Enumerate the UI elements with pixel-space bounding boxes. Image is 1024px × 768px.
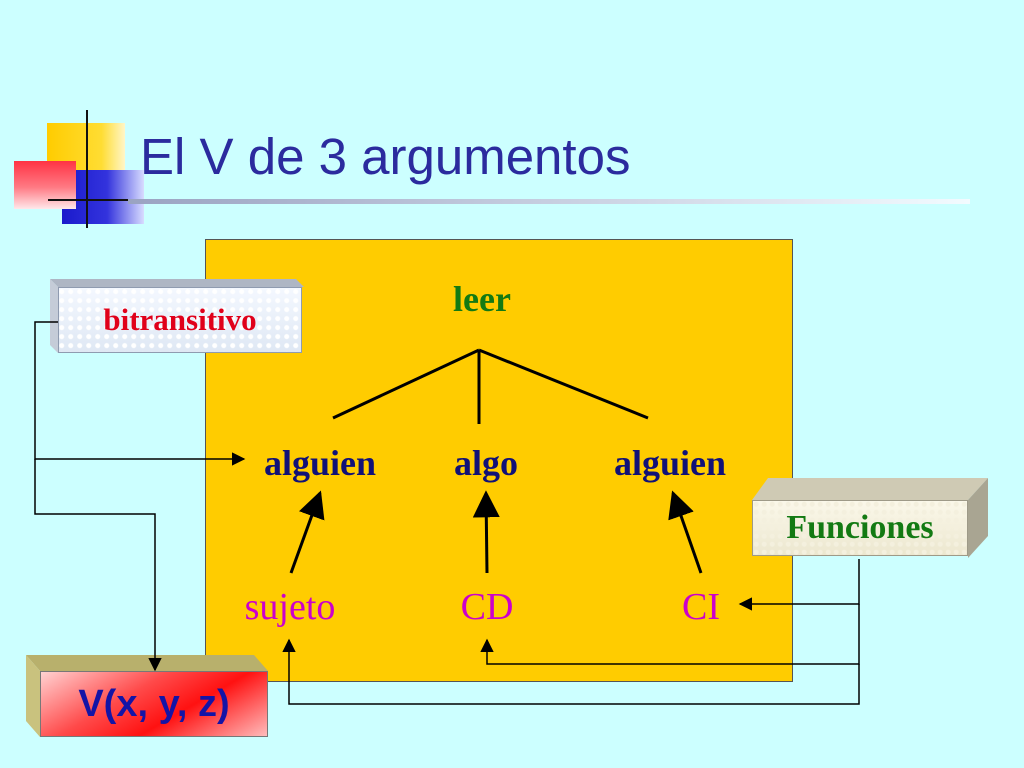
connector-funciones-to-sujeto (282, 638, 860, 705)
decor-vertical-line (86, 110, 88, 228)
node-cd: CD (461, 586, 514, 628)
formula-box: V(x, y, z) (26, 655, 270, 739)
funciones-box-bevel (752, 478, 988, 558)
connector-bitransitivo-to-formula (34, 459, 162, 672)
funciones-label: Funciones (752, 500, 968, 556)
tree-branch-right (478, 348, 649, 420)
node-ci: CI (682, 586, 720, 628)
decor-red-square (14, 161, 76, 209)
funciones-box: Funciones (752, 478, 988, 560)
node-alguien-right: alguien (614, 443, 726, 483)
tree-branch-left (332, 348, 480, 420)
bitransitivo-label: bitransitivo (58, 287, 302, 353)
node-algo: algo (454, 443, 518, 483)
connector-funciones-to-cd (480, 604, 860, 665)
connector-funciones-to-ci (738, 559, 860, 611)
arrow-sujeto-to-alguien (289, 490, 325, 574)
diagram-panel (205, 239, 793, 682)
arrow-ci-to-alguien (668, 490, 703, 574)
connector-bitransitivo-to-alguien (34, 321, 246, 466)
title-underline (128, 199, 970, 204)
arrow-cd-to-algo (472, 490, 500, 574)
node-leer: leer (453, 279, 511, 319)
formula-label: V(x, y, z) (40, 671, 268, 737)
decor-horizontal-line (48, 199, 128, 201)
node-sujeto: sujeto (245, 586, 336, 628)
node-alguien-left: alguien (264, 443, 376, 483)
slide-title: El V de 3 argumentos (140, 128, 631, 185)
bitransitivo-box-bevel (50, 279, 304, 353)
formula-box-bevel (26, 655, 268, 737)
bitransitivo-box: bitransitivo (50, 279, 304, 357)
